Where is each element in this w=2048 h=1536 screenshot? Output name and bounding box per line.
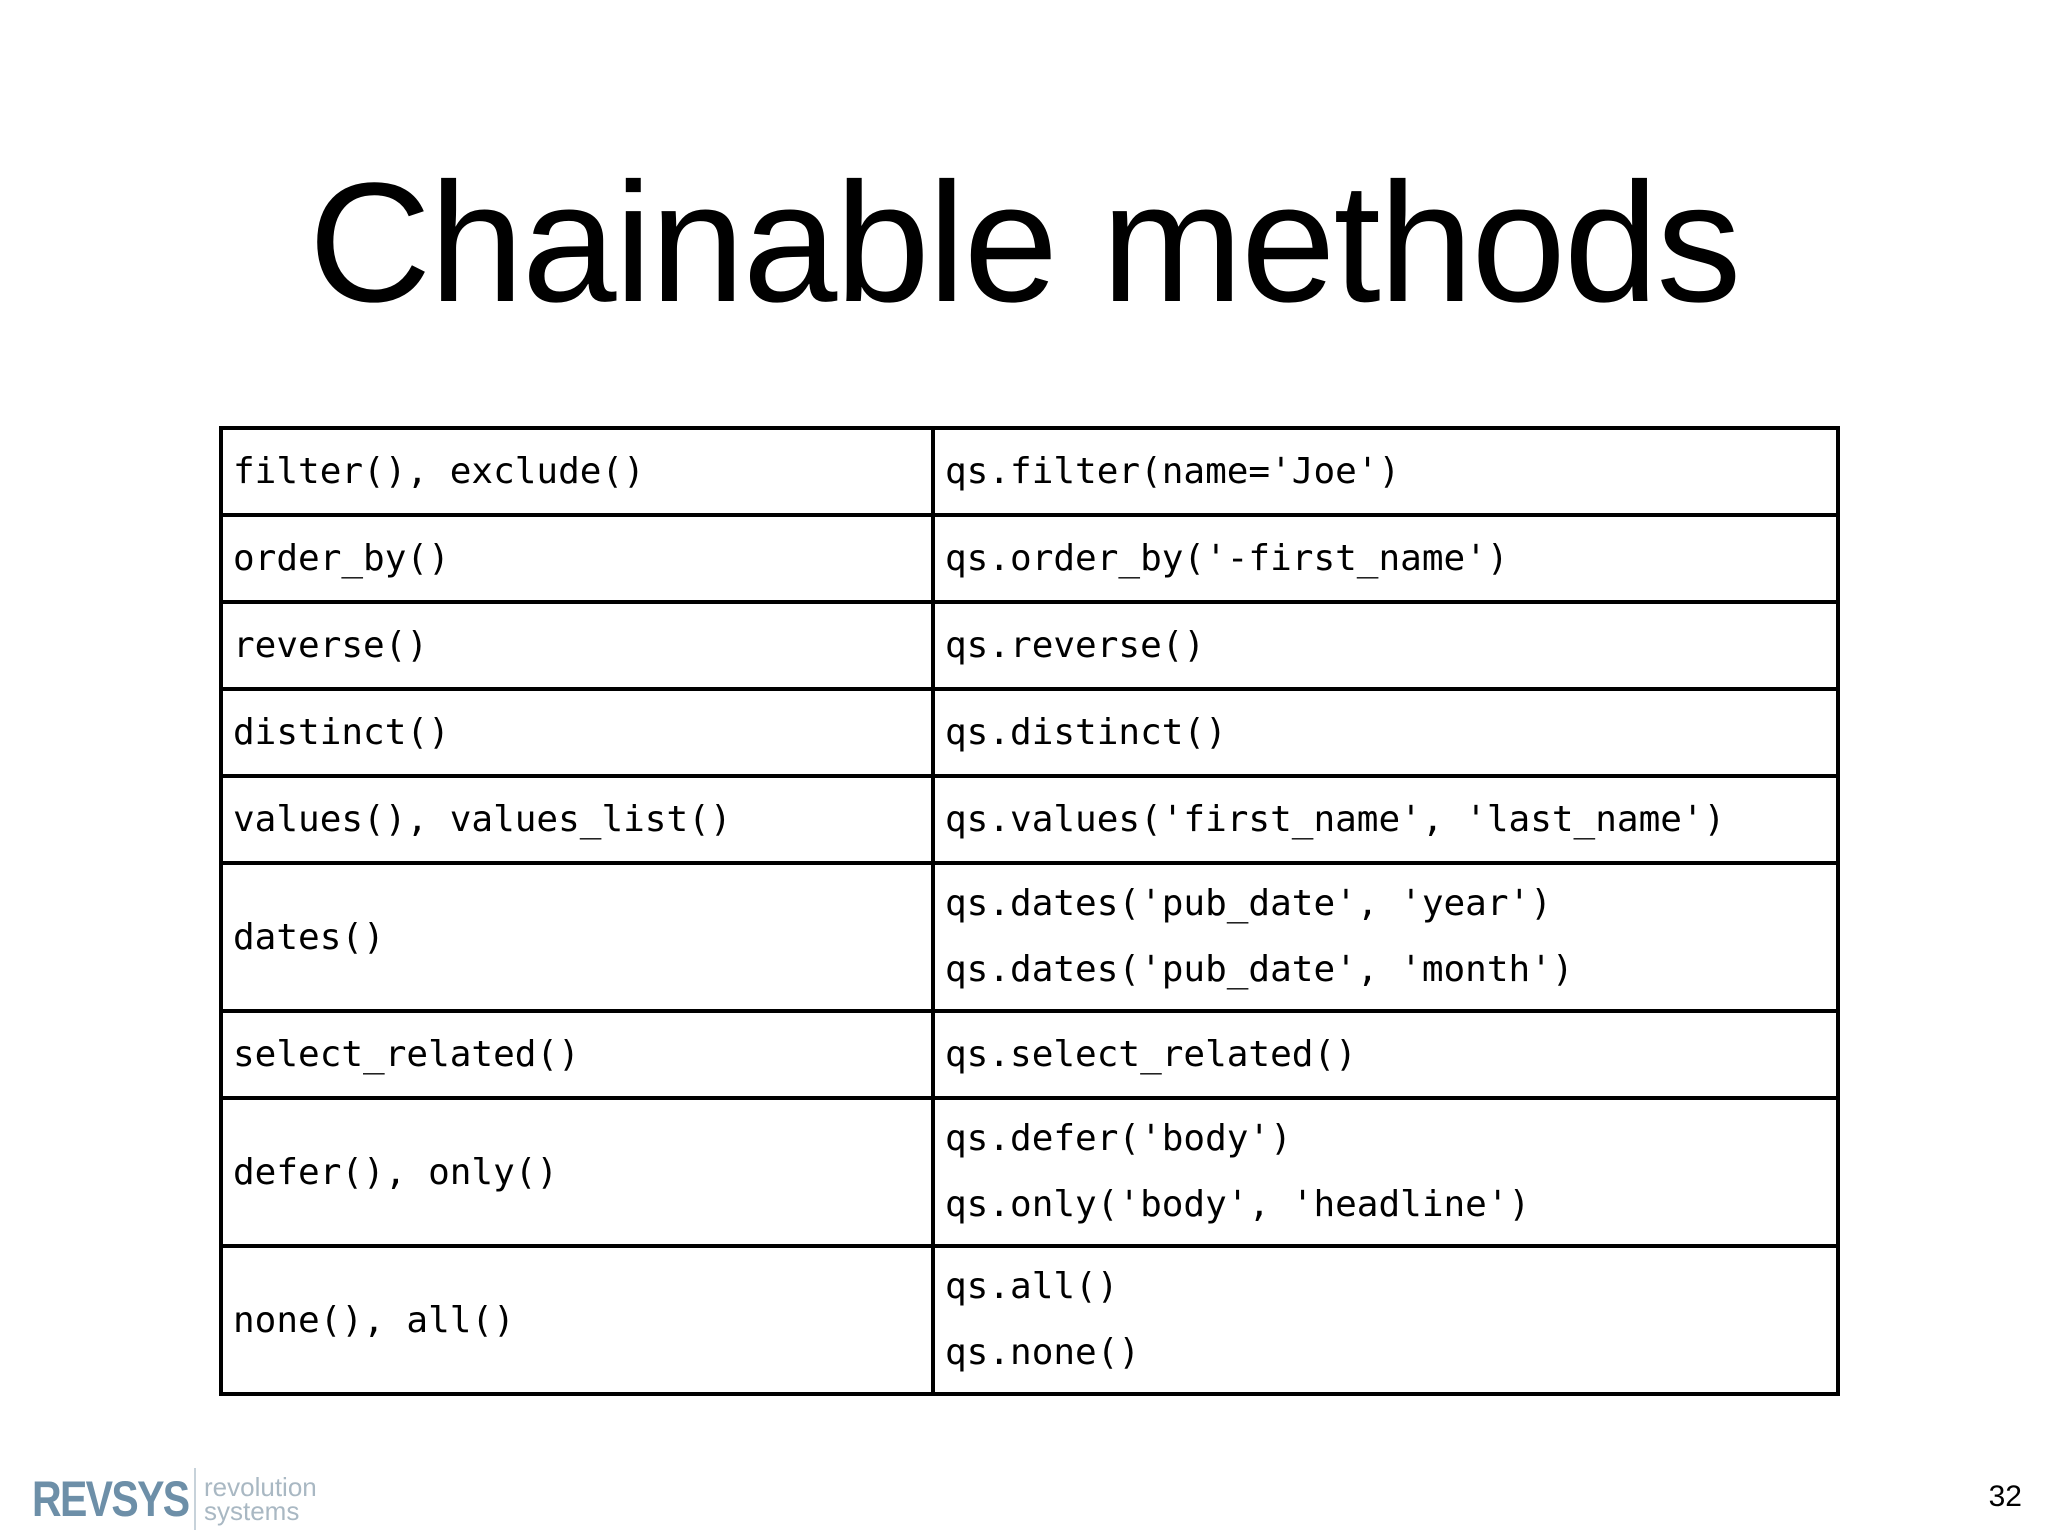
logo-wordmark: REVSYS: [32, 1471, 190, 1527]
method-cell: values(), values_list(): [219, 774, 935, 865]
example-cell: qs.select_related(): [931, 1009, 1840, 1100]
example-line: qs.distinct(): [945, 711, 1227, 753]
method-cell: defer(), only(): [219, 1096, 935, 1248]
table-row: select_related() qs.select_related(): [219, 1009, 1840, 1100]
example-cell: qs.all() qs.none(): [931, 1244, 1840, 1396]
table-row: reverse() qs.reverse(): [219, 600, 1840, 691]
example-line: qs.select_related(): [945, 1033, 1357, 1075]
logo-tagline: revolution systems: [204, 1472, 317, 1526]
example-line: qs.filter(name='Joe'): [945, 450, 1401, 492]
method-cell: dates(): [219, 861, 935, 1013]
example-line: qs.order_by('-first_name'): [945, 537, 1509, 579]
table-row: order_by() qs.order_by('-first_name'): [219, 513, 1840, 604]
example-line: qs.none(): [945, 1332, 1141, 1373]
methods-table: filter(), exclude() qs.filter(name='Joe'…: [219, 426, 1840, 1396]
example-line: qs.dates('pub_date', 'month'): [945, 949, 1574, 990]
example-cell: qs.order_by('-first_name'): [931, 513, 1840, 604]
example-cell: qs.distinct(): [931, 687, 1840, 778]
example-cell: qs.filter(name='Joe'): [931, 426, 1840, 517]
page-number: 32: [1988, 1480, 2022, 1513]
example-line: qs.dates('pub_date', 'year'): [945, 883, 1552, 924]
logo-tagline-line: systems: [204, 1496, 300, 1526]
example-line: qs.all(): [945, 1266, 1119, 1307]
table-row: filter(), exclude() qs.filter(name='Joe'…: [219, 426, 1840, 517]
example-cell: qs.reverse(): [931, 600, 1840, 691]
method-cell: filter(), exclude(): [219, 426, 935, 517]
revsys-logo: REVSYS revolution systems: [32, 1466, 317, 1532]
example-line: qs.reverse(): [945, 624, 1206, 666]
method-cell: distinct(): [219, 687, 935, 778]
table-row: dates() qs.dates('pub_date', 'year') qs.…: [219, 861, 1840, 1013]
table-row: values(), values_list() qs.values('first…: [219, 774, 1840, 865]
example-cell: qs.defer('body') qs.only('body', 'headli…: [931, 1096, 1840, 1248]
method-cell: none(), all(): [219, 1244, 935, 1396]
example-line: qs.defer('body'): [945, 1118, 1292, 1159]
logo-divider: [194, 1468, 196, 1530]
table-row: distinct() qs.distinct(): [219, 687, 1840, 778]
method-cell: reverse(): [219, 600, 935, 691]
method-cell: select_related(): [219, 1009, 935, 1100]
table-row: defer(), only() qs.defer('body') qs.only…: [219, 1096, 1840, 1248]
example-line: qs.values('first_name', 'last_name'): [945, 798, 1726, 840]
slide-title: Chainable methods: [308, 148, 1742, 338]
example-cell: qs.values('first_name', 'last_name'): [931, 774, 1840, 865]
logo-tagline-line: revolution: [204, 1472, 317, 1502]
example-cell: qs.dates('pub_date', 'year') qs.dates('p…: [931, 861, 1840, 1013]
example-line: qs.only('body', 'headline'): [945, 1184, 1531, 1225]
table-row: none(), all() qs.all() qs.none(): [219, 1244, 1840, 1396]
method-cell: order_by(): [219, 513, 935, 604]
